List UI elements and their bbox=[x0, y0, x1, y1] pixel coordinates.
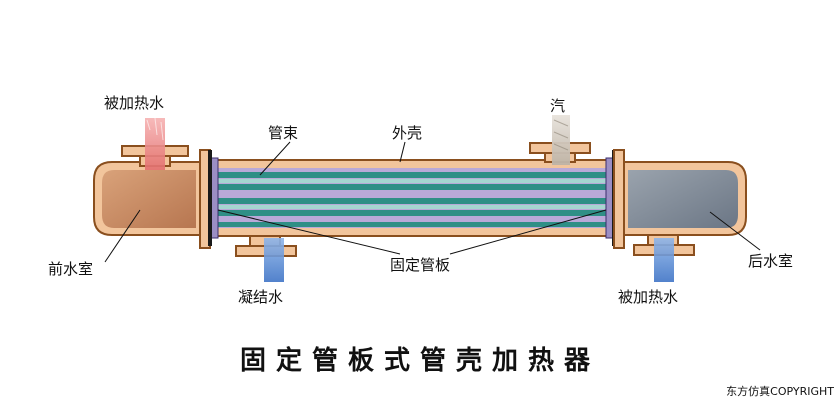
label-heated-water-in: 被加热水 bbox=[104, 94, 165, 112]
rear-water-chamber bbox=[613, 149, 747, 282]
label-shell: 外壳 bbox=[392, 124, 423, 142]
label-tube-bundle: 管束 bbox=[268, 124, 299, 142]
label-rear-chamber: 后水室 bbox=[748, 252, 794, 270]
label-condensate: 凝结水 bbox=[238, 288, 284, 306]
steam-inlet bbox=[529, 115, 591, 165]
tube-bundle bbox=[218, 172, 606, 227]
diagram-title: 固定管板式管壳加热器 bbox=[239, 346, 600, 376]
label-front-chamber: 前水室 bbox=[48, 260, 94, 278]
condensate-outlet bbox=[235, 235, 297, 282]
label-fixed-tube-sheet: 固定管板 bbox=[390, 256, 451, 274]
label-heated-water-out: 被加热水 bbox=[618, 288, 679, 306]
copyright-text: 东方仿真COPYRIGHT bbox=[726, 385, 834, 398]
label-steam: 汽 bbox=[550, 97, 566, 115]
leader-lines bbox=[104, 141, 761, 263]
hot-water-inflow-stream bbox=[145, 117, 165, 170]
